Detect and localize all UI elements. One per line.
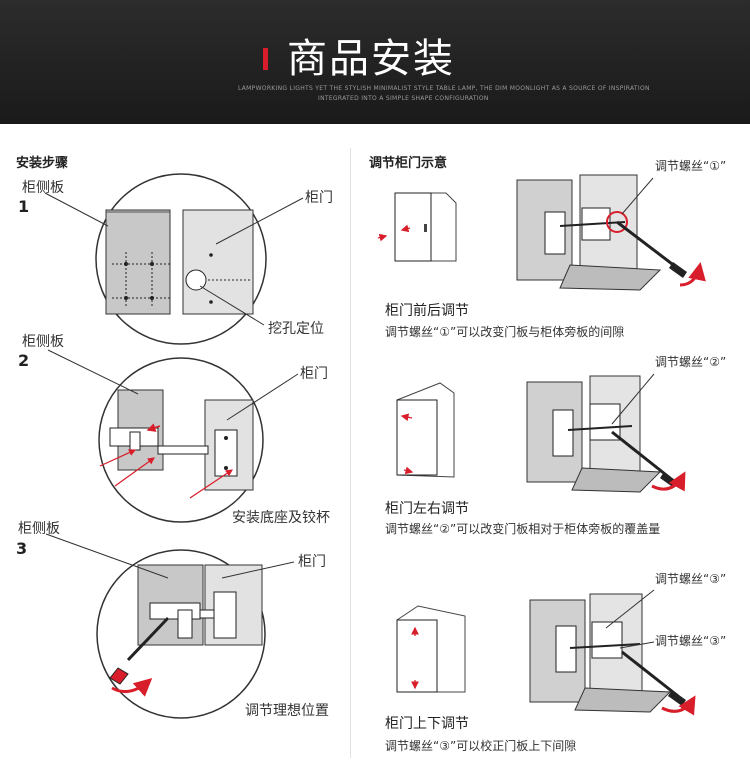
adjust2-caption: 柜门左右调节 [385, 501, 469, 517]
step2-illustration [47, 349, 299, 523]
adjust1-caption: 柜门前后调节 [385, 303, 469, 319]
page-title: 商品安装 [287, 36, 455, 82]
adjust3-screw-label-bottom: 调节螺丝“③” [655, 634, 727, 648]
adjust3-screw-label-top: 调节螺丝“③” [655, 572, 727, 586]
adjust2-desc: 调节螺丝“②”可以改变门板相对于柜体旁板的覆盖量 [385, 522, 661, 536]
adjust3-caption: 柜门上下调节 [385, 716, 469, 732]
step2-door-label: 柜门 [300, 366, 328, 382]
step3-illustration [45, 533, 295, 719]
step1-door-label: 柜门 [305, 190, 333, 206]
adjust3-illustration [396, 589, 696, 716]
step1-side-label: 柜侧板 [22, 180, 64, 196]
adjust2-screw-label: 调节螺丝“②” [655, 355, 727, 369]
install-steps-title: 安装步骤 [16, 156, 69, 171]
adjust1-screw-label: 调节螺丝“①” [655, 159, 727, 173]
step2-number: 2 [18, 351, 30, 370]
step1-note: 挖孔定位 [268, 321, 324, 337]
step2-note: 安装底座及铰杯 [232, 510, 330, 526]
step3-door-label: 柜门 [298, 554, 326, 570]
adjust1-desc: 调节螺丝“①”可以改变门板与柜体旁板的间隙 [385, 325, 625, 339]
adjust2-illustration [396, 373, 686, 493]
step2-side-label: 柜侧板 [22, 334, 64, 350]
header-subtitle-line-1: LAMPWORKING LIGHTS YET THE STYLISH MINIM… [238, 85, 650, 92]
title-accent-bar [263, 48, 268, 70]
column-divider [350, 148, 351, 758]
adjust-title: 调节柜门示意 [369, 156, 448, 171]
header-banner: 商品安装 LAMPWORKING LIGHTS YET THE STYLISH … [0, 0, 750, 124]
header-subtitle-line-2: INTEGRATED INTO A SIMPLE SHAPE CONFIGURA… [318, 95, 489, 102]
step3-note: 调节理想位置 [245, 703, 329, 719]
step3-side-label: 柜侧板 [18, 521, 60, 537]
step1-number: 1 [18, 197, 30, 216]
adjust3-desc: 调节螺丝“③”可以校正门板上下间隙 [385, 739, 577, 753]
adjust1-illustration [377, 174, 706, 291]
step3-number: 3 [16, 539, 28, 558]
step1-illustration [44, 173, 304, 345]
